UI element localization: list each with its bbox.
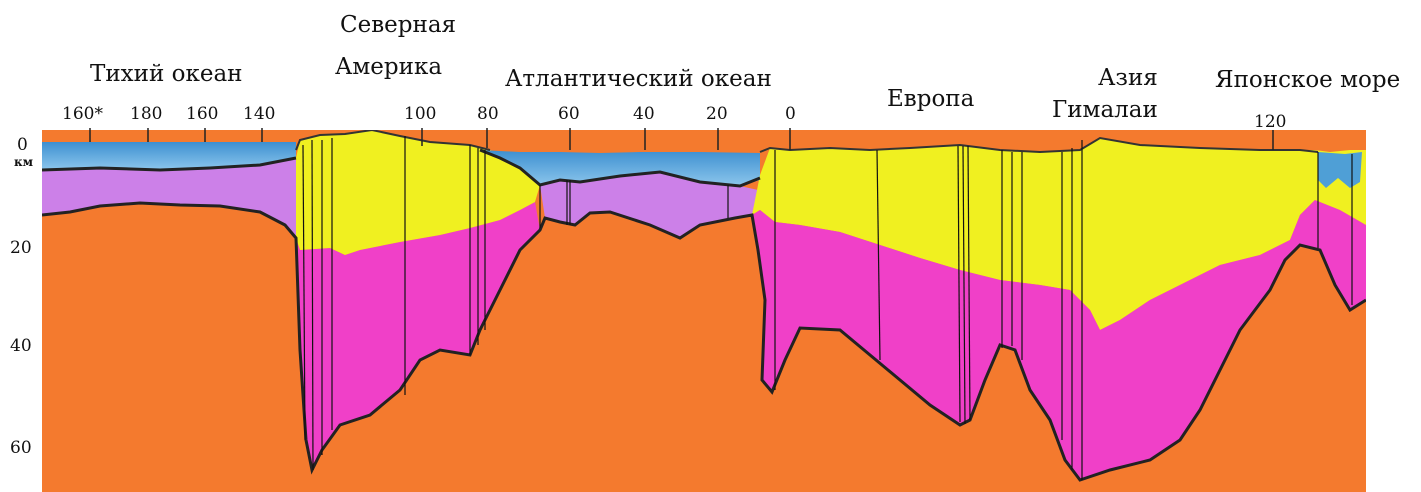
label-north-america-line1: Северная (340, 12, 456, 38)
longitude-label: 180 (130, 104, 162, 124)
longitude-label: 40 (633, 104, 655, 124)
longitude-label: 140 (243, 104, 275, 124)
depth-unit-label: км (14, 155, 34, 169)
longitude-label: 160* (62, 104, 103, 124)
label-sea-of-japan: Японское море (1215, 67, 1400, 93)
longitude-label: 160 (186, 104, 218, 124)
depth-tick-label: 40 (10, 336, 32, 356)
label-europe: Европа (887, 86, 975, 112)
longitude-label: 60 (558, 104, 580, 124)
depth-tick-label: 0 (17, 135, 28, 155)
longitude-label: 100 (404, 104, 436, 124)
label-asia: Азия (1098, 65, 1158, 91)
depth-tick-label: 60 (10, 438, 32, 458)
depth-tick-label: 20 (10, 238, 32, 258)
longitude-label: 120 (1254, 112, 1286, 132)
longitude-label: 20 (706, 104, 728, 124)
longitude-label: 80 (477, 104, 499, 124)
label-north-america-line2: Америка (335, 54, 442, 80)
label-atlantic-ocean: Атлантический океан (505, 66, 772, 92)
longitude-label: 0 (785, 104, 796, 124)
label-pacific-ocean: Тихий океан (90, 61, 243, 87)
label-himalaya: Гималаи (1052, 97, 1158, 123)
